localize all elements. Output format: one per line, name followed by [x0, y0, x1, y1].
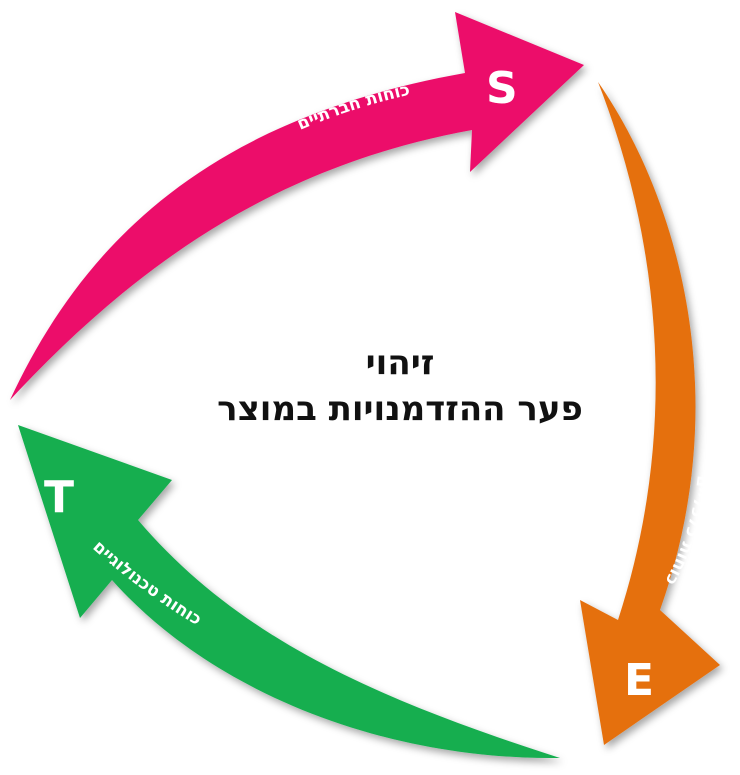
social-letter: S	[486, 63, 518, 114]
technological-arrow-shape	[18, 425, 560, 759]
economic-arrow-shape	[580, 82, 720, 745]
technological-letter: T	[44, 472, 74, 523]
center-title: זיהוי פער ההזדמנויות במוצר	[150, 340, 650, 432]
center-title-line2: פער ההזדמנויות במוצר	[217, 389, 583, 429]
center-title-line1: זיהוי	[365, 343, 435, 383]
technological-arrow: T כוחות טכנולוגיים	[18, 425, 560, 759]
economic-letter: E	[624, 655, 654, 706]
social-arrow-shape	[10, 12, 584, 400]
